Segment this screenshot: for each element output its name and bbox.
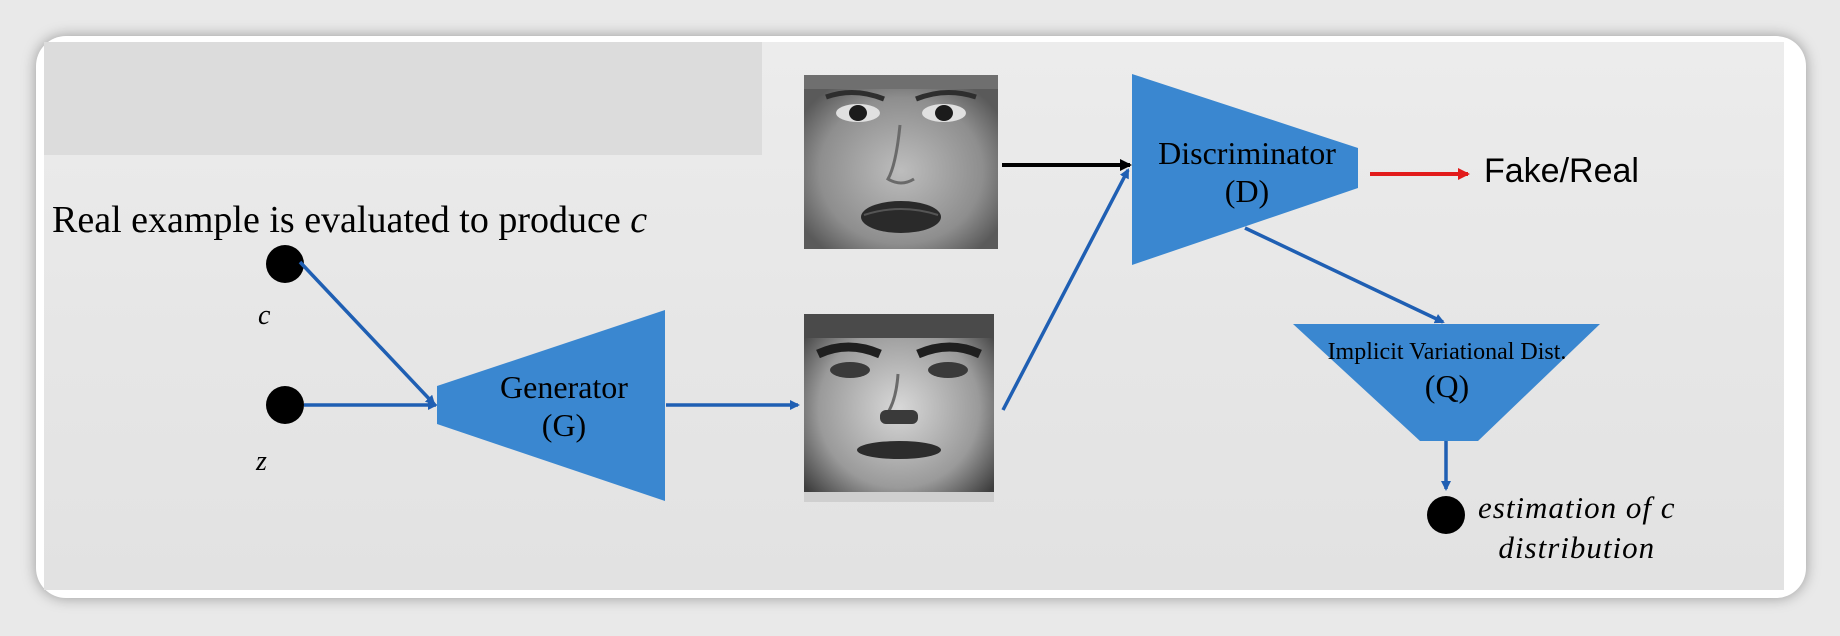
arrow-c-to-generator [298, 260, 436, 406]
generator-name: Generator [500, 369, 628, 405]
generator-symbol: (G) [541, 407, 587, 444]
discriminator-symbol: (D) [1224, 173, 1270, 210]
discriminator-name: Discriminator [1158, 135, 1336, 171]
c-input-node [266, 245, 304, 283]
title-variable: c [630, 199, 648, 241]
generated-face-image [804, 314, 994, 502]
z-input-label: z [256, 446, 267, 477]
fake-real-output-label: Fake/Real [1484, 152, 1639, 190]
slide-title: Real example is evaluated to produce c [52, 198, 647, 242]
real-face-image [804, 75, 998, 249]
q-network-name: Implicit Variational Dist. [1327, 339, 1567, 365]
estimation-line-2: distribution [1498, 530, 1656, 566]
placeholder-box [44, 42, 762, 155]
q-network-block [1293, 324, 1600, 441]
discriminator-block [1132, 74, 1358, 265]
arrow-discriminator-to-q [1244, 226, 1445, 324]
discriminator-label: Discriminator (D) [1138, 134, 1356, 211]
generator-label: Generator (G) [470, 368, 658, 445]
c-input-label: c [258, 300, 271, 331]
title-text: Real example is evaluated to produce [52, 199, 621, 241]
q-network-label: Implicit Variational Dist. (Q) [1296, 338, 1598, 405]
generator-block [437, 310, 665, 501]
z-input-node [266, 386, 304, 424]
estimation-label: estimation of c distribution [1478, 488, 1676, 569]
estimation-node [1427, 496, 1465, 534]
q-network-symbol: (Q) [1424, 367, 1470, 404]
estimation-line-1: estimation of c [1478, 490, 1676, 525]
arrow-fake-image-to-discriminator [1001, 168, 1130, 411]
